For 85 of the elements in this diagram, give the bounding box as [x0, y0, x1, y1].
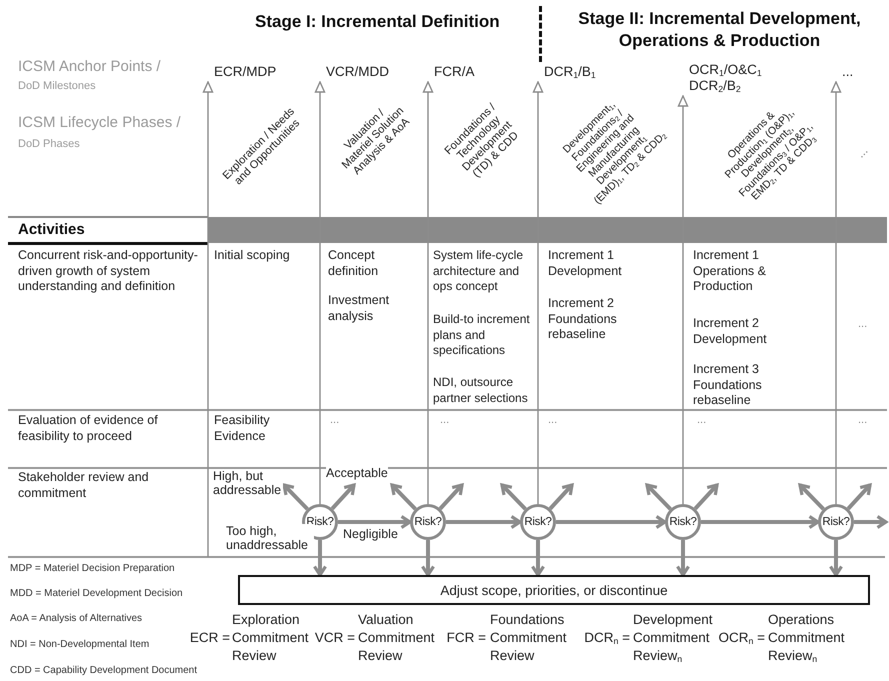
arrow — [500, 483, 527, 510]
arrow — [556, 514, 667, 530]
abbreviation-note: CDD = Capability Development Document — [10, 665, 198, 676]
ellipsis: ... — [858, 318, 868, 330]
abbreviation-key: ECR = — [190, 629, 230, 647]
arrow — [676, 540, 690, 577]
arrow — [338, 514, 412, 530]
arrow — [530, 540, 546, 577]
table-text: Initial scoping — [214, 248, 291, 264]
stage-heading: Stage I: Incremental Definition — [255, 12, 501, 32]
arrow — [330, 483, 356, 510]
table-text: Increment 1 Development — [548, 248, 623, 279]
ellipsis: ... — [440, 414, 450, 426]
row-subheading: DoD Milestones — [18, 80, 97, 92]
milestone-label: DCR$_{1}$/B$_{1}$ — [531, 64, 631, 82]
edge-label: Negligible — [343, 527, 398, 541]
table-text: Increment 1 Operations & Production — [693, 248, 767, 294]
table-text: Evaluation of evidence of feasibility to proceed — [18, 413, 159, 444]
table-text: System life-cycle architecture and ops concept — [433, 248, 524, 294]
milestone-label: OCR$_{1}$/O&C$_{1}$ DCR$_{2}$/B$_{2}$ — [676, 62, 776, 96]
arrow — [438, 483, 464, 510]
risk-circle: Risk? — [410, 504, 446, 540]
definition-text: Operations Commitment Review$_{n}$ — [768, 611, 846, 665]
abbreviation-key: OCR$_{n}$ = — [718, 629, 765, 647]
arrow — [420, 540, 436, 577]
ellipsis: ... — [697, 414, 706, 426]
arrow — [678, 95, 688, 504]
section-heading: Activities — [18, 221, 86, 238]
ellipsis: ... — [852, 142, 872, 162]
arrow — [798, 483, 825, 510]
edge-label: High, but addressable — [213, 469, 283, 497]
definition-text: Foundations Commitment Review — [490, 611, 568, 665]
arrow — [830, 81, 842, 504]
ellipsis: ... — [858, 414, 868, 426]
abbreviation-note: NDI = Non-Developmental Item — [10, 639, 150, 650]
abbreviation-note: MDD = Materiel Development Decision — [10, 588, 183, 599]
table-text: Concept definition — [328, 248, 380, 279]
arrow — [446, 514, 522, 530]
abbreviation-key: FCR = — [446, 629, 486, 647]
stage-heading: Stage II: Incremental Development, Operations & Production — [577, 8, 862, 52]
abbreviation-note: AoA = Analysis of Alternatives — [10, 613, 142, 624]
ellipsis: ... — [330, 414, 340, 426]
arrow — [694, 483, 719, 510]
milestone-label: ECR/MDP — [201, 64, 301, 82]
arrow — [282, 483, 309, 510]
table-text: Increment 3 Foundations rebaseline — [693, 362, 763, 408]
table-text: Stakeholder review and commitment — [18, 470, 150, 501]
milestone-label: VCR/MDD — [313, 64, 413, 82]
action-box: Adjust scope, priorities, or discontinue — [238, 575, 870, 605]
milestone-label: FCR/A — [421, 64, 521, 82]
edge-label: Acceptable — [326, 466, 388, 480]
definition-text: Valuation Commitment Review — [358, 611, 436, 665]
arrow — [854, 514, 888, 530]
edge-label: Too high, unaddressable — [226, 524, 314, 552]
table-text: Build-to increment plans and specifications — [433, 312, 531, 358]
ellipsis: ... — [548, 414, 558, 426]
arrow — [645, 483, 672, 510]
arrow — [390, 483, 417, 510]
table-text: Feasibility Evidence — [214, 413, 271, 444]
table-text: Increment 2 Foundations rebaseline — [548, 296, 618, 342]
row-heading: ICSM Lifecycle Phases / — [18, 114, 182, 131]
definition-text: Exploration Commitment Review — [232, 611, 310, 665]
risk-circle: Risk? — [818, 504, 854, 540]
table-text: NDI, outsource partner selections — [433, 375, 529, 406]
arrow — [532, 81, 544, 504]
table-text: Concurrent risk-and-opportunity-driven growth of system understanding and definition — [18, 248, 199, 294]
arrow — [202, 81, 214, 557]
arrow — [314, 81, 326, 504]
definition-text: Development Commitment Review$_{n}$ — [633, 611, 711, 665]
abbreviation-key: DCR$_{n}$ = — [584, 629, 630, 647]
arrow — [422, 81, 434, 504]
row-subheading: DoD Phases — [18, 138, 81, 150]
arrow — [701, 514, 820, 530]
risk-circle: Risk? — [665, 504, 701, 540]
row-heading: ICSM Anchor Points / — [18, 58, 162, 75]
risk-circle: Risk? — [520, 504, 556, 540]
abbreviation-key: VCR = — [314, 629, 355, 647]
arrow — [828, 540, 844, 577]
milestone-label: ... — [829, 64, 879, 82]
arrow — [846, 483, 872, 510]
abbreviation-note: MDP = Materiel Decision Preparation — [10, 563, 175, 574]
table-text: Investment analysis — [328, 293, 390, 324]
arrow — [548, 483, 574, 510]
table-text: Increment 2 Development — [693, 316, 768, 347]
arrow — [312, 540, 328, 577]
